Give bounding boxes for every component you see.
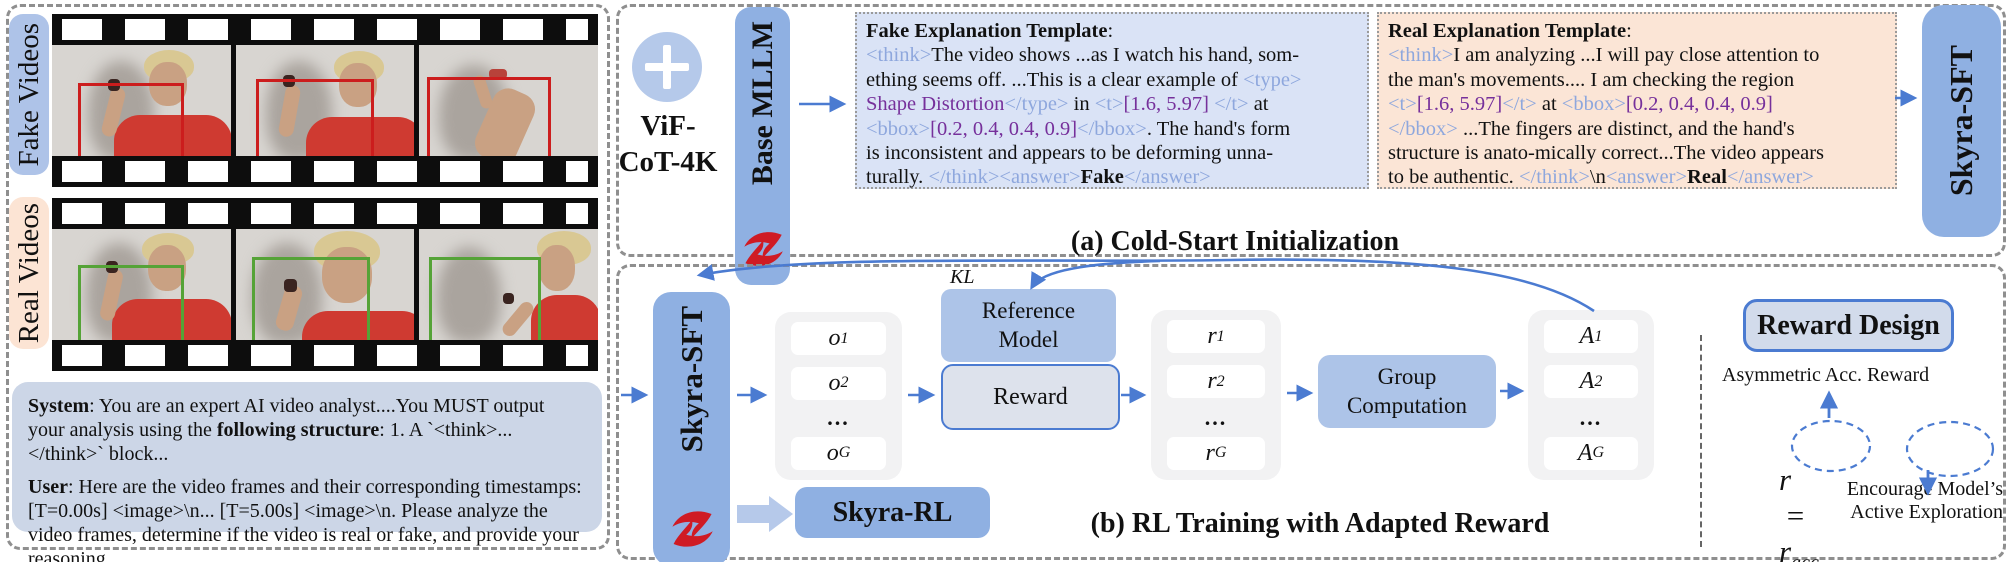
fake-videos-label: Fake Videos <box>9 14 49 175</box>
kl-label: KL <box>950 266 975 288</box>
template-line: Shape Distortion</type> in <t>[1.6, 5.97… <box>866 93 1269 116</box>
fake-videos-label-text: Fake Videos <box>12 22 45 167</box>
video-frame <box>419 44 599 157</box>
template-line: <bbox>[0.2, 0.4, 0.4, 0.9]</bbox>. The h… <box>866 117 1291 140</box>
film-sprockets <box>62 19 588 40</box>
real-videos-label-text: Real Videos <box>12 202 45 344</box>
plus-icon <box>632 32 702 102</box>
skyra-sft-label-a: Skyra-SFT <box>1943 45 1979 197</box>
video-frame <box>419 228 599 341</box>
reward-box: Reward <box>941 364 1120 430</box>
template-line: <think>The video shows ...as I watch his… <box>866 44 1300 67</box>
skyra-rl-label: Skyra-RL <box>832 496 953 528</box>
fake-bbox <box>427 76 552 157</box>
section-b-caption: (b) RL Training with Adapted Reward <box>1090 508 1550 539</box>
skyra-rl-box: Skyra-RL <box>795 487 990 538</box>
real-frames-row <box>52 228 599 341</box>
real-explanation-template: Real Explanation Template: <think>I am a… <box>1377 12 1897 189</box>
template-line: Real Explanation Template: <box>1388 20 1632 42</box>
fake-frames-row <box>52 44 599 157</box>
reward-design-divider <box>1700 335 1702 547</box>
real-bbox <box>78 264 184 341</box>
phoenix-logo-icon <box>671 511 713 547</box>
film-sprockets <box>62 345 588 366</box>
skyra-sft-label-b: Skyra-SFT <box>673 306 709 453</box>
film-sprockets <box>62 161 588 182</box>
user-prompt-text: User: Here are the video frames and thei… <box>28 476 582 562</box>
real-bbox <box>429 256 542 341</box>
video-frame <box>52 228 231 341</box>
asymmetric-acc-note: Asymmetric Acc. Reward <box>1722 364 1930 386</box>
skyra-sft-box-a: Skyra-SFT <box>1922 5 2001 237</box>
fake-bbox <box>255 78 374 157</box>
group-computation-box: Group Computation <box>1318 355 1496 428</box>
fake-explanation-template: Fake Explanation Template: <think>The vi… <box>855 12 1369 189</box>
real-film-strip <box>52 198 599 371</box>
template-line: <think>I am analyzing ...I will pay clos… <box>1388 44 1820 67</box>
ellipsis: ... <box>827 405 850 431</box>
fake-film-strip <box>52 14 599 187</box>
encourage-note: Encourage Model’s Active Exploration <box>1846 478 2003 523</box>
prompt-box: System: You are an expert AI video analy… <box>12 382 602 562</box>
template-line: </bbox> ...The fingers are distinct, and… <box>1388 117 1795 140</box>
template-line: ething seems off. ...This is a clear exa… <box>866 68 1302 91</box>
real-videos-label: Real Videos <box>9 197 49 349</box>
template-line: structure is anato-mically correct...The… <box>1388 142 1825 165</box>
base-mllm-box: Base MLLM <box>735 7 790 285</box>
r-acc-term: racc <box>1779 534 1819 562</box>
template-line: Fake Explanation Template: <box>866 20 1114 42</box>
fake-bbox <box>78 82 184 157</box>
ellipsis: ... <box>1204 404 1228 430</box>
system-prompt-text: System: You are an expert AI video analy… <box>28 395 545 465</box>
video-frame <box>52 44 231 157</box>
video-frame <box>235 228 415 341</box>
section-a-caption: (a) Cold-Start Initialization <box>1070 226 1400 257</box>
reference-model-box: Reference Model <box>941 289 1116 362</box>
reward-formula: r = racc + rchk <box>1748 426 1827 562</box>
template-line: to be authentic. </think>\n<answer>Real<… <box>1388 166 1814 189</box>
template-line: is inconsistent and appears to be deform… <box>866 142 1274 165</box>
real-bbox <box>251 256 370 341</box>
video-frame <box>235 44 415 157</box>
template-line: the man's movements.... I am checking th… <box>1388 68 1795 91</box>
ellipsis: ... <box>1579 404 1603 430</box>
left-panel-border <box>6 4 610 550</box>
base-mllm-label: Base MLLM <box>745 21 779 186</box>
reward-design-box: Reward Design <box>1743 299 1954 352</box>
template-line: <t>[1.6, 5.97]</t> at <bbox>[0.2, 0.4, 0… <box>1388 93 1773 116</box>
template-line: turally. </think><answer>Fake</answer> <box>866 166 1211 189</box>
section-a-border <box>616 4 2006 257</box>
vif-cot-dataset-label: ViF- CoT-4K <box>618 110 718 179</box>
skyra-sft-box-b: Skyra-SFT <box>653 292 730 562</box>
film-sprockets <box>62 203 588 224</box>
